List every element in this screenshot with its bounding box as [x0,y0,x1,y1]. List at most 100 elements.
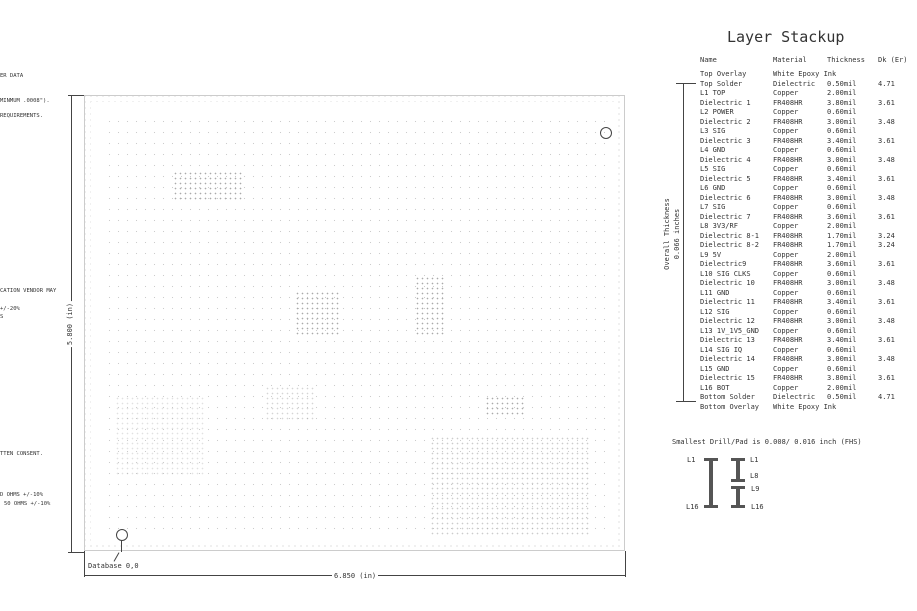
layer-name: Dielectric9 [700,260,747,268]
layer-thickness: 2.00mil [827,222,857,230]
layer-name: L4 GND [700,146,726,154]
fab-note: TTEN CONSENT. [0,451,44,457]
layer-material: FR408HR [773,336,803,344]
layer-dk [878,184,908,194]
layer-name: Dielectric 8-1 [700,231,760,240]
fab-note: REQUIREMENTS. [0,113,44,119]
layer-material: FR408HR [773,212,803,221]
layer-thickness: 2.00mil [827,89,857,97]
layer-name: L13 1V_1V5_GND [700,326,760,335]
layer-thickness: 3.00mil [827,279,857,287]
col-thickness: Thickness [827,56,865,64]
layer-name: Dielectric 8-2 [700,241,760,249]
layer-material: Copper [773,326,799,335]
layer-dk [878,289,908,299]
layer-material: FR408HR [773,374,803,382]
layer-name: Dielectric 7 [700,212,751,221]
layer-dk: 3.48 [878,317,895,325]
layer-material: FR408HR [773,241,803,249]
layer-name: L8 3V3/RF [700,222,738,230]
layer-material: Copper [773,269,799,278]
layer-material: FR408HR [773,317,803,325]
layer-name: L7 SIG [700,203,726,211]
layer-name: Top Solder [700,79,743,88]
layer-material: Copper [773,222,799,230]
layer-material: FR408HR [773,193,803,202]
layer-material: FR408HR [773,155,803,164]
layer-material: FR408HR [773,174,803,183]
layer-thickness: 0.60mil [827,165,857,173]
layer-dk: 3.48 [878,193,895,202]
layer-dk [878,384,908,394]
layer-thickness: 3.40mil [827,136,857,145]
layer-material: FR408HR [773,231,803,240]
col-dk: Dk (Er) [878,56,908,64]
layer-name: Dielectric 12 [700,317,755,325]
drill-caption: Smallest Drill/Pad is 0.008/ 0.016 inch … [672,438,862,446]
layer-thickness: 0.60mil [827,288,857,297]
layer-dk: 3.61 [878,136,895,145]
overall-thickness-label: Overall Thickness [663,198,671,270]
layer-material: Copper [773,345,799,354]
layer-material: FR408HR [773,279,803,287]
component-pad-array [173,171,243,201]
layer-thickness: 3.00mil [827,193,857,202]
layer-dk [878,127,908,137]
layer-dk: 3.48 [878,279,895,287]
layer-dk [878,108,908,118]
layer-name: L10 SIG CLKS [700,269,751,278]
mounting-hole-icon [600,127,612,139]
layer-name: L3 SIG [700,127,726,135]
layer-thickness: 0.60mil [827,345,857,354]
layer-dk: 3.24 [878,241,895,249]
layer-thickness: 0.60mil [827,326,857,335]
stackup-row: L9 5V Copper 2.00mil [700,251,908,261]
layer-material: Copper [773,250,799,259]
component-pad-array [295,291,340,336]
layer-material: Copper [773,383,799,392]
layer-thickness: 1.70mil [827,231,857,240]
layer-material: FR408HR [773,355,803,363]
layer-material: Copper [773,288,799,297]
layer-material: FR408HR [773,260,803,268]
layer-thickness: 0.60mil [827,364,857,373]
component-pad-array [485,396,525,416]
layer-dk [878,327,908,337]
layer-dk: 3.61 [878,298,895,306]
layer-name: L9 5V [700,250,722,259]
layer-thickness: 3.00mil [827,355,857,363]
buried-via-icon [736,486,740,508]
component-pad-array [115,396,205,476]
layer-dk: 3.48 [878,155,895,164]
layer-name: Dielectric 5 [700,174,751,183]
col-name: Name [700,56,717,64]
overall-thickness-value: 0.066 inches [673,208,681,260]
drill-label: L1 [687,456,696,464]
layer-name: Bottom Solder [700,393,755,401]
layer-material: Copper [773,364,799,373]
layer-material: FR408HR [773,136,803,145]
layer-name: Dielectric 13 [700,336,755,344]
layer-dk [878,270,908,280]
component-pad-array [265,386,315,421]
layer-thickness: 3.40mil [827,174,857,183]
stackup-header: Name Material Thickness Dk (Er) [700,56,908,66]
layer-dk [878,203,908,213]
layer-material: Copper [773,203,799,211]
layer-dk [878,251,908,261]
fab-note: S [0,314,4,320]
overall-thickness: Overall Thickness 0.066 inches [662,174,682,294]
layer-thickness: 2.00mil [827,250,857,259]
layer-name: L15 GND [700,364,730,373]
layer-material: Copper [773,108,799,116]
